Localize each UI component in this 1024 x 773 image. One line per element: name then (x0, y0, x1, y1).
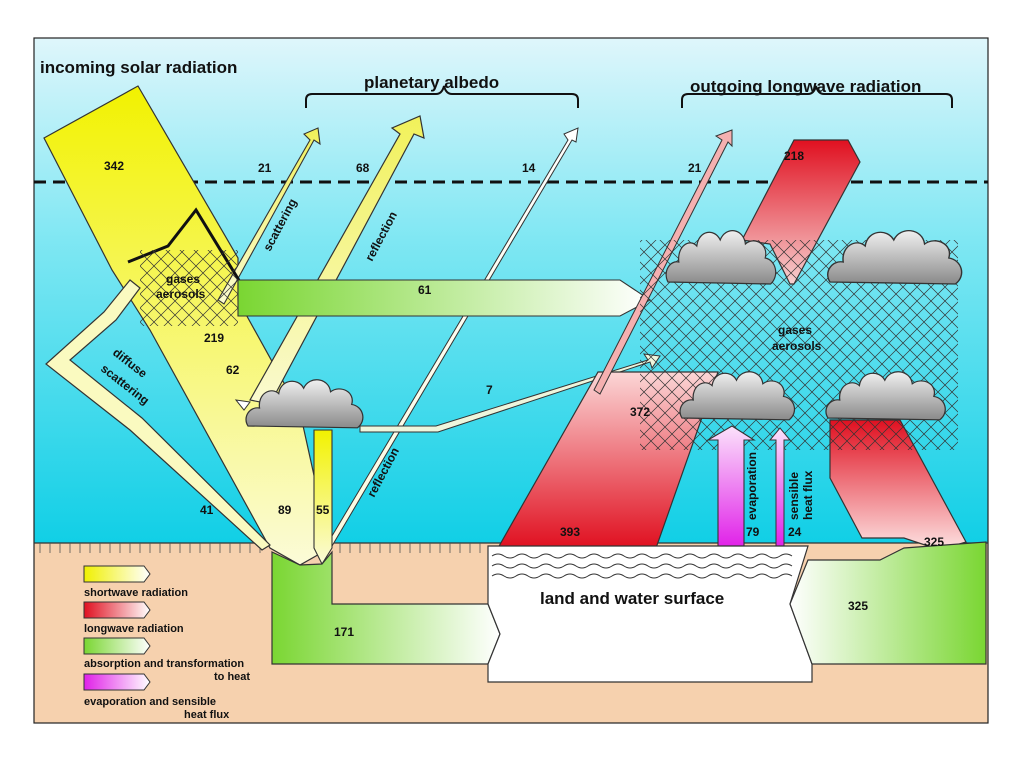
legend-swatch-longwave (83, 601, 151, 619)
value-surface-emission: 393 (560, 525, 580, 539)
cloud-transmission-arrow (313, 429, 333, 566)
ground-right-box (789, 541, 987, 665)
value-surface-reflect-out: 14 (522, 161, 536, 175)
value-scatter-out: 21 (258, 161, 272, 175)
legend-swatch-absorption (83, 637, 151, 655)
diffuse-scattering-arrow (45, 279, 271, 551)
value-atmos-absorb: 61 (418, 283, 432, 297)
value-absorbed: 171 (334, 625, 354, 639)
value-evaporation: 79 (746, 525, 760, 539)
legend-swatch-evaporation (83, 673, 151, 691)
label-evaporation: evaporation (745, 452, 759, 520)
value-window-out: 21 (688, 161, 702, 175)
atmosphere-absorption-arrow (237, 279, 652, 317)
reflection-out-arrow (249, 115, 425, 405)
value-cloud-absorb: 7 (486, 383, 493, 397)
label-sensible: sensible (787, 472, 801, 520)
evaporation-arrow (705, 425, 756, 549)
legend-swatch-shortwave (83, 565, 151, 583)
surface-ticks (39, 543, 481, 553)
legend-evaporation: evaporation and sensible (84, 696, 216, 708)
value-right-box: 325 (848, 599, 868, 613)
legend-absorption-cont: to heat (214, 671, 250, 683)
surface-box (487, 545, 813, 683)
ground-absorption-box (271, 550, 501, 665)
legend-evaporation-cont: heat flux (184, 709, 230, 721)
legend-shortwave: shortwave radiation (84, 587, 188, 599)
gases-left-hatch (140, 250, 238, 326)
value-after-gases: 219 (204, 331, 224, 345)
label-heat-flux: heat flux (801, 470, 815, 520)
value-reflect-out: 68 (356, 161, 370, 175)
frame (33, 37, 989, 724)
value-diffuse-down: 41 (200, 503, 214, 517)
scattering-out-arrow (217, 127, 321, 305)
value-atmos-out: 218 (784, 149, 804, 163)
label-aerosols-right: aerosols (772, 339, 822, 353)
value-cloud-down: 55 (316, 503, 330, 517)
value-direct-down: 89 (278, 503, 292, 517)
albedo-brace (305, 85, 579, 108)
label-gases-right: gases (778, 323, 812, 337)
value-right-small: 325 (924, 535, 944, 549)
legend-longwave: longwave radiation (84, 623, 184, 635)
sensible-heat-arrow (768, 427, 792, 549)
title-incoming: incoming solar radiation (40, 58, 237, 77)
outgoing-brace (681, 85, 953, 108)
label-surface: land and water surface (540, 589, 724, 608)
cloud-input-arrow (234, 399, 251, 411)
value-sensible: 24 (788, 525, 802, 539)
legend-absorption: absorption and transformation (84, 658, 244, 670)
label-aerosols-left: aerosols (156, 287, 206, 301)
value-incoming: 342 (104, 159, 124, 173)
label-gases-left: gases (166, 272, 200, 286)
value-to-cloud: 62 (226, 363, 240, 377)
surface-waves (491, 553, 793, 579)
title-albedo: planetary albedo (364, 73, 499, 92)
legend: shortwave radiation longwave radiation a… (83, 565, 250, 721)
surface-reflection-arrow (325, 127, 579, 547)
title-outgoing: outgoing longwave radiation (690, 77, 921, 96)
value-back-radiation: 372 (630, 405, 650, 419)
